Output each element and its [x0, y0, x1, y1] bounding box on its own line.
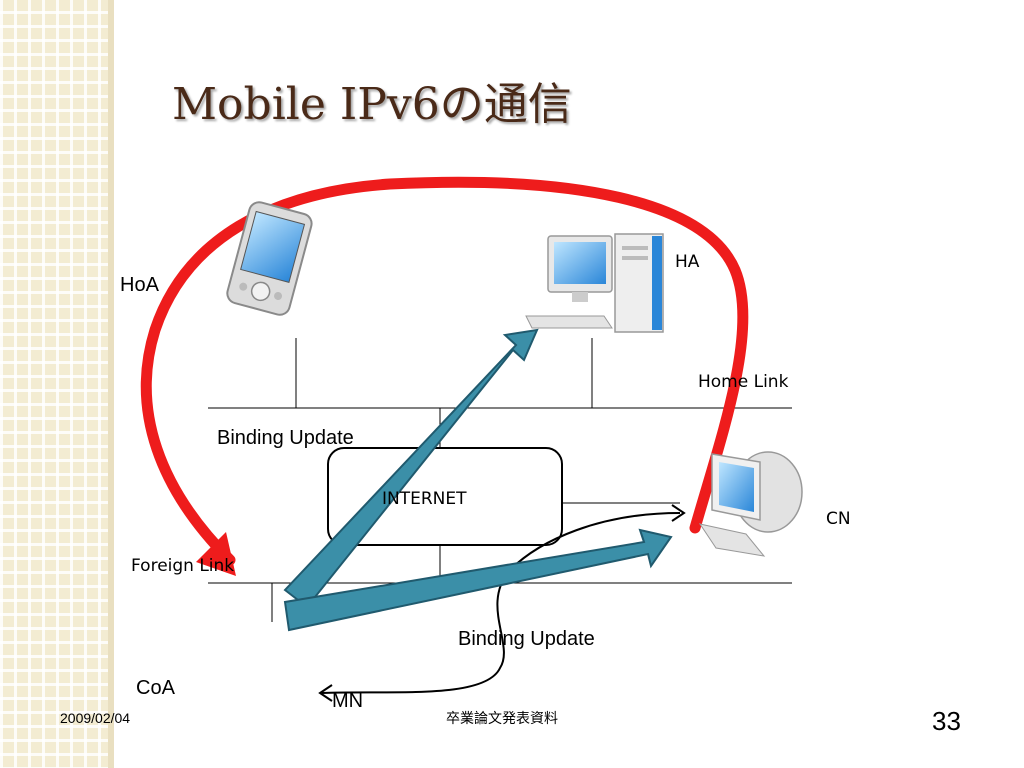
slide-title: Mobile IPv6の通信 [172, 79, 572, 130]
binding-update-label-bottom: Binding Update [458, 628, 595, 650]
sidebar-edge [108, 0, 114, 768]
server-computer-icon [525, 233, 664, 333]
home-link-label: Home Link [698, 372, 789, 392]
teal-arrow-to-ha [283, 328, 539, 609]
footer-center-text: 卒業論文発表資料 [446, 710, 558, 726]
binding-update-head-mn [318, 684, 333, 702]
binding-update-curve [321, 512, 681, 694]
pda-icon [226, 201, 313, 316]
hoa-label: HoA [120, 274, 159, 296]
mn-label: MN [332, 690, 364, 712]
teal-arrow-to-cn [283, 528, 673, 632]
red-route-path [140, 176, 749, 566]
page-number: 33 [932, 706, 961, 736]
coa-label: CoA [136, 677, 175, 699]
red-path-arrowhead [196, 532, 236, 576]
cn-label: CN [826, 509, 851, 529]
imac-computer-icon [698, 451, 803, 557]
binding-update-head-cn [671, 504, 686, 522]
foreign-link-label: Foreign Link [131, 556, 235, 576]
binding-update-label-top: Binding Update [217, 427, 354, 449]
internet-cloud-box [327, 447, 563, 546]
decorative-sidebar [0, 0, 108, 768]
footer-date: 2009/02/04 [60, 710, 131, 726]
ha-label: HA [675, 252, 700, 272]
internet-label: INTERNET [382, 489, 467, 509]
